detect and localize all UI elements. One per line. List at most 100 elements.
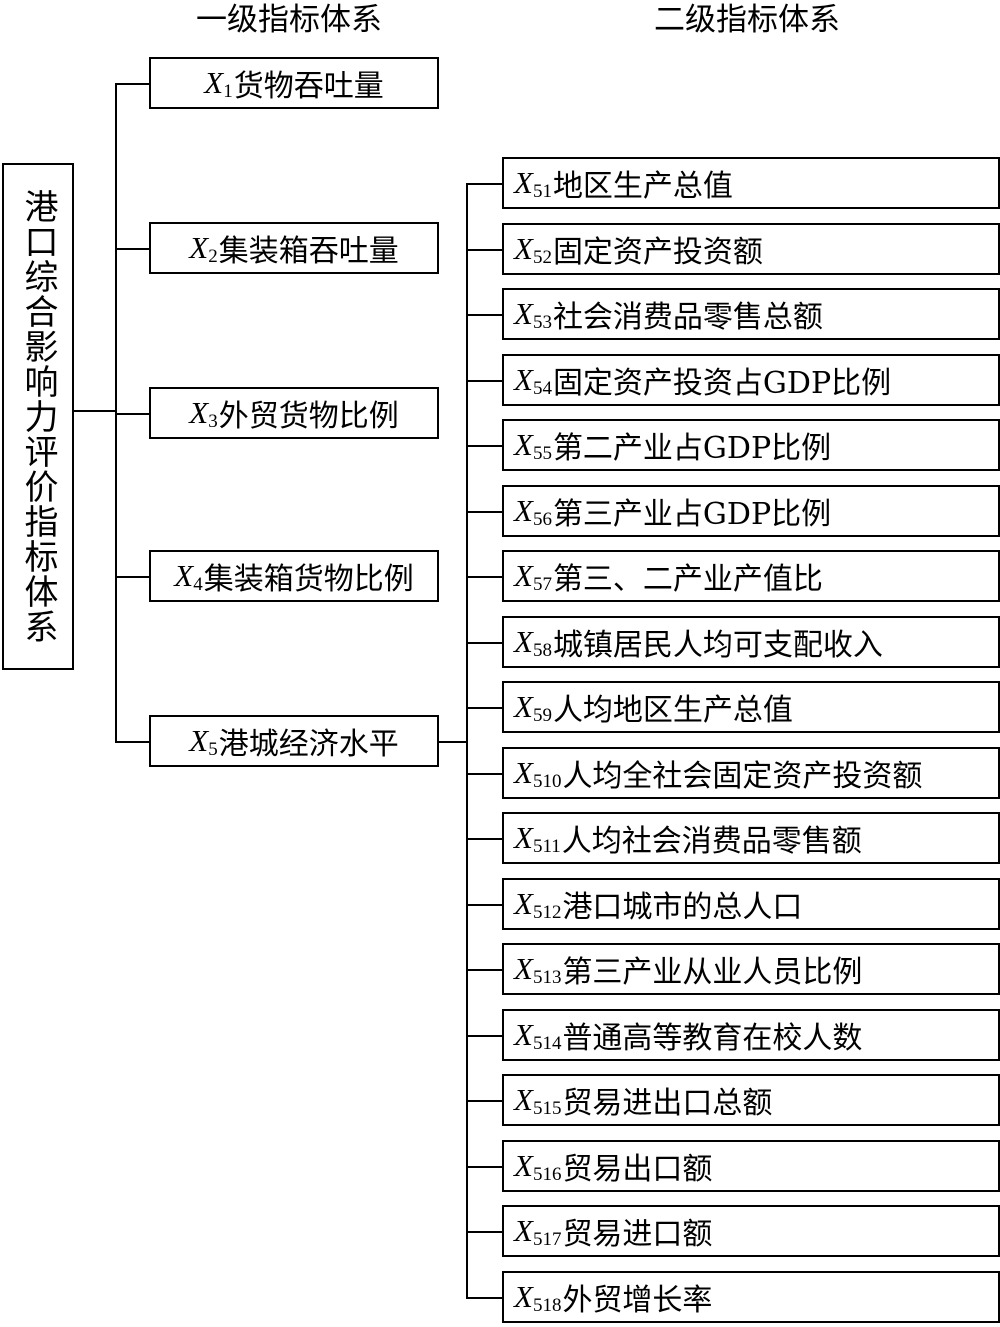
connector-level1-branch xyxy=(115,248,149,250)
variable-symbol: X xyxy=(514,1213,533,1248)
variable-symbol: X xyxy=(204,65,224,100)
variable-symbol: X xyxy=(514,231,533,266)
variable-symbol: X xyxy=(514,689,533,724)
indicator-name: 固定资产投资占GDP比例 xyxy=(552,366,892,401)
connector-level2-branch xyxy=(466,1035,502,1037)
variable-subscript: 514 xyxy=(532,1033,562,1054)
root-label: 港口综合影响力评价指标体系 xyxy=(18,189,58,644)
indicator-name: 固定资产投资额 xyxy=(552,235,763,270)
variable-subscript: 57 xyxy=(532,574,552,595)
indicator-name: 货物吞吐量 xyxy=(233,69,384,104)
variable-symbol: X xyxy=(514,1082,533,1117)
indicator-name: 外贸货物比例 xyxy=(218,399,399,434)
indicator-name: 第二产业占GDP比例 xyxy=(552,431,832,466)
variable-subscript: 518 xyxy=(532,1295,562,1316)
indicator-name: 贸易进出口总额 xyxy=(562,1086,773,1121)
variable-subscript: 51 xyxy=(532,181,552,202)
variable-subscript: 4 xyxy=(193,574,203,595)
connector-level2-branch xyxy=(466,1231,502,1233)
connector-level2-branch xyxy=(466,773,502,775)
variable-subscript: 59 xyxy=(532,705,552,726)
indicator-name: 外贸增长率 xyxy=(562,1283,713,1318)
variable-subscript: 55 xyxy=(532,443,552,464)
connector-level1-branch xyxy=(115,83,149,85)
variable-symbol: X xyxy=(514,886,533,921)
indicator-name: 人均全社会固定资产投资额 xyxy=(562,759,923,794)
variable-symbol: X xyxy=(514,362,533,397)
connector-level2-branch xyxy=(466,445,502,447)
connector-level2-branch xyxy=(466,576,502,578)
indicator-name: 普通高等教育在校人数 xyxy=(562,1021,863,1056)
indicator-name: 社会消费品零售总额 xyxy=(552,300,823,335)
variable-subscript: 56 xyxy=(532,509,552,530)
connector-level2-branch xyxy=(466,642,502,644)
variable-symbol: X xyxy=(189,230,209,265)
indicator-name: 地区生产总值 xyxy=(552,169,733,204)
indicator-name: 城镇居民人均可支配收入 xyxy=(552,628,883,663)
variable-symbol: X xyxy=(514,493,533,528)
variable-symbol: X xyxy=(514,427,533,462)
connector-level2-branch xyxy=(466,511,502,513)
level1-header: 一级指标体系 xyxy=(196,2,382,38)
variable-subscript: 58 xyxy=(532,640,552,661)
variable-symbol: X xyxy=(514,558,533,593)
connector-level1-branch xyxy=(115,576,149,578)
variable-subscript: 2 xyxy=(208,246,218,267)
connector-level2-branch xyxy=(466,183,502,185)
connector-level2-branch xyxy=(466,904,502,906)
connector-level2-branch xyxy=(466,1100,502,1102)
indicator-name: 贸易进口额 xyxy=(562,1217,713,1252)
connector-level2-branch xyxy=(466,1297,502,1299)
variable-subscript: 513 xyxy=(532,967,562,988)
variable-symbol: X xyxy=(514,755,533,790)
connector-level2-branch xyxy=(466,838,502,840)
variable-subscript: 512 xyxy=(532,902,562,923)
connector-level2-branch xyxy=(466,707,502,709)
variable-subscript: 52 xyxy=(532,247,552,268)
indicator-name: 第三产业从业人员比例 xyxy=(562,955,863,990)
variable-symbol: X xyxy=(189,395,209,430)
indicator-name: 贸易出口额 xyxy=(562,1152,713,1187)
indicator-name: 集装箱吞吐量 xyxy=(218,234,399,269)
variable-symbol: X xyxy=(189,723,209,758)
variable-subscript: 515 xyxy=(532,1098,562,1119)
variable-subscript: 54 xyxy=(532,378,552,399)
variable-symbol: X xyxy=(514,165,533,200)
variable-symbol: X xyxy=(514,624,533,659)
variable-subscript: 516 xyxy=(532,1164,562,1185)
connector-level2-trunk xyxy=(466,183,468,1299)
root-node: 港口综合影响力评价指标体系 xyxy=(2,163,74,670)
connector-x5 xyxy=(439,741,467,743)
indicator-name: 港口城市的总人口 xyxy=(562,890,803,925)
variable-symbol: X xyxy=(514,1279,533,1314)
connector-level2-branch xyxy=(466,249,502,251)
connector-level2-branch xyxy=(466,380,502,382)
variable-symbol: X xyxy=(514,951,533,986)
variable-subscript: 517 xyxy=(532,1229,562,1250)
variable-subscript: 511 xyxy=(532,836,561,857)
variable-subscript: 1 xyxy=(223,81,233,102)
variable-subscript: 510 xyxy=(532,771,562,792)
variable-subscript: 5 xyxy=(208,739,218,760)
indicator-name: 人均地区生产总值 xyxy=(552,693,793,728)
